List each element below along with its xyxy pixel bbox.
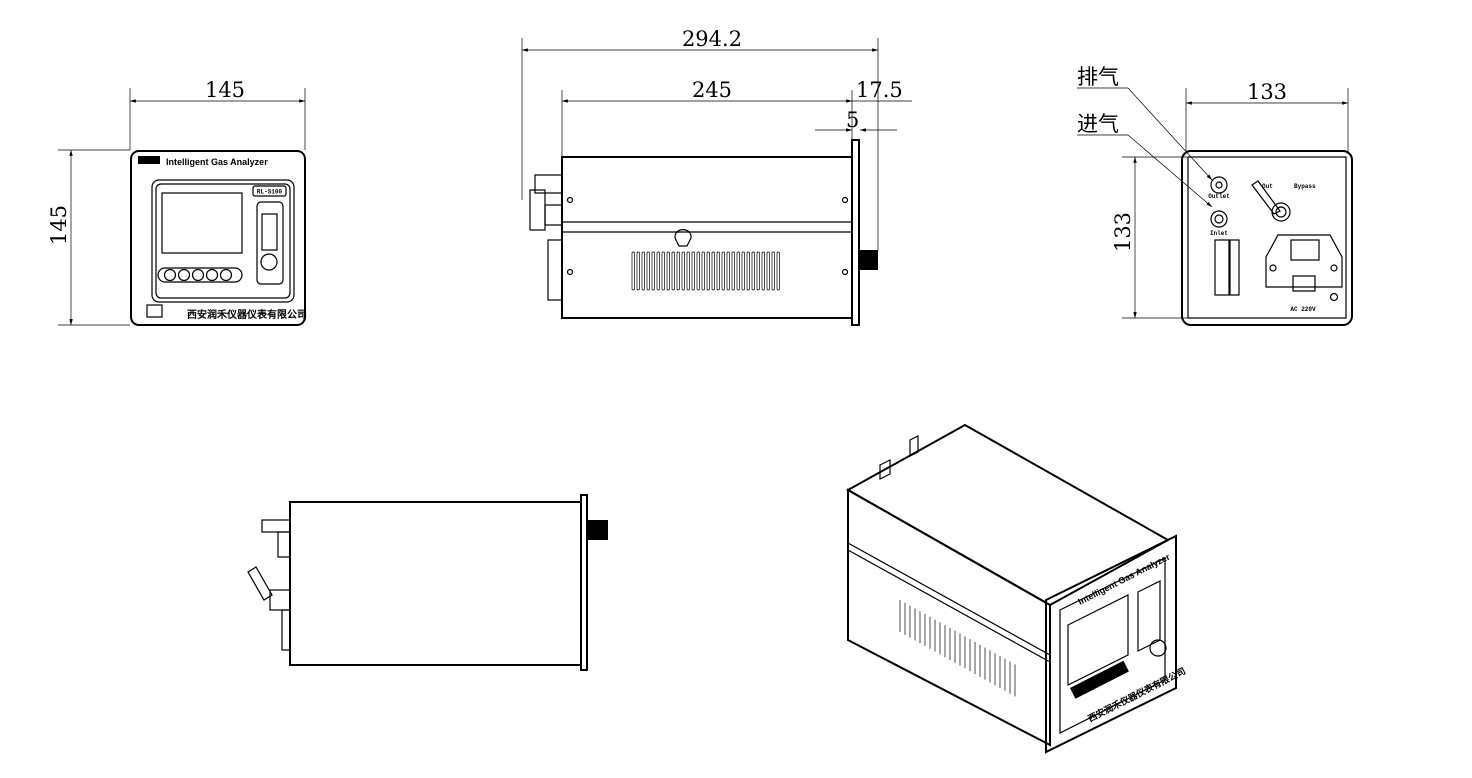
power-socket	[1265, 234, 1343, 288]
vent-slot	[696, 251, 700, 291]
vent-slot	[706, 251, 710, 291]
vent-slot	[771, 251, 775, 291]
vent-slot	[641, 251, 645, 291]
vent-slot	[756, 251, 760, 291]
rear-height-dimension: 133	[1111, 212, 1135, 252]
vent-slot	[666, 251, 670, 291]
vent-slot	[681, 251, 685, 291]
vent-slot	[656, 251, 660, 291]
vent-slot	[731, 251, 735, 291]
vent-slot	[671, 251, 675, 291]
vent-slot	[751, 251, 755, 291]
vent-slot	[776, 251, 780, 291]
vent-slot	[676, 251, 680, 291]
outlet-port	[1210, 176, 1228, 194]
vent-slot	[636, 251, 640, 291]
outlet-label: Outlet	[1208, 193, 1230, 200]
iso-vent-slots	[899, 600, 1016, 697]
inlet-label: Inlet	[1210, 230, 1228, 237]
vent-slots	[631, 251, 780, 291]
out-label: Out	[1262, 183, 1273, 190]
vent-slot	[716, 251, 720, 291]
knob	[860, 250, 878, 270]
vent-slot	[661, 251, 665, 291]
iso-product-name: Intelligent Gas Analyzer	[1076, 551, 1172, 606]
bypass-label: Bypass	[1294, 183, 1316, 190]
vent-slot	[646, 251, 650, 291]
vent-slot	[651, 251, 655, 291]
vent-slot	[701, 251, 705, 291]
knob-icon	[260, 253, 278, 271]
overall-length-dimension: 294.2	[682, 27, 742, 51]
outlet-callout: 排气	[1077, 65, 1119, 89]
vent-slot	[746, 251, 750, 291]
front-view: 145 145 RL-S100 Intelligent Gas Analyzer…	[47, 78, 307, 326]
vent-slot	[686, 251, 690, 291]
terminal-block	[1229, 239, 1240, 296]
vent-slot	[631, 251, 635, 291]
isometric-view: Intelligent Gas Analyzer 西安润禾仪器仪表有限公司	[845, 423, 1188, 754]
top-view	[247, 494, 608, 671]
height-dimension: 145	[47, 205, 71, 245]
inlet-port	[1210, 210, 1228, 228]
inlet-callout: 进气	[1077, 112, 1119, 136]
vent-slot	[726, 251, 730, 291]
brand-logo	[138, 156, 160, 164]
panel-thickness-dimension: 5	[846, 108, 859, 132]
vent-slot	[711, 251, 715, 291]
bypass-valve	[1271, 202, 1291, 222]
product-name: Intelligent Gas Analyzer	[166, 157, 268, 167]
front-dimension: 17.5	[856, 78, 903, 102]
display-screen	[161, 192, 243, 254]
body-length-dimension: 245	[692, 78, 732, 102]
vent-slot	[761, 251, 765, 291]
front-panel	[130, 150, 306, 326]
width-dimension: 145	[205, 78, 245, 102]
power-switch	[1292, 275, 1316, 292]
vent-slot	[736, 251, 740, 291]
side-body	[561, 156, 853, 319]
iso-front-panel	[1045, 534, 1177, 754]
company-name: 西安润禾仪器仪表有限公司	[187, 308, 307, 321]
rear-view: 133 133 排气 进气 Outlet Inlet Out Bypass AC…	[1077, 65, 1353, 326]
model-label: RL-S100	[257, 189, 283, 196]
rear-width-dimension: 133	[1247, 80, 1287, 104]
vent-slot	[766, 251, 770, 291]
vent-slot	[691, 251, 695, 291]
side-view: 294.2 245 17.5 5	[521, 27, 912, 326]
power-label: AC 220V	[1290, 306, 1316, 313]
vent-slot	[721, 251, 725, 291]
vent-slot	[741, 251, 745, 291]
